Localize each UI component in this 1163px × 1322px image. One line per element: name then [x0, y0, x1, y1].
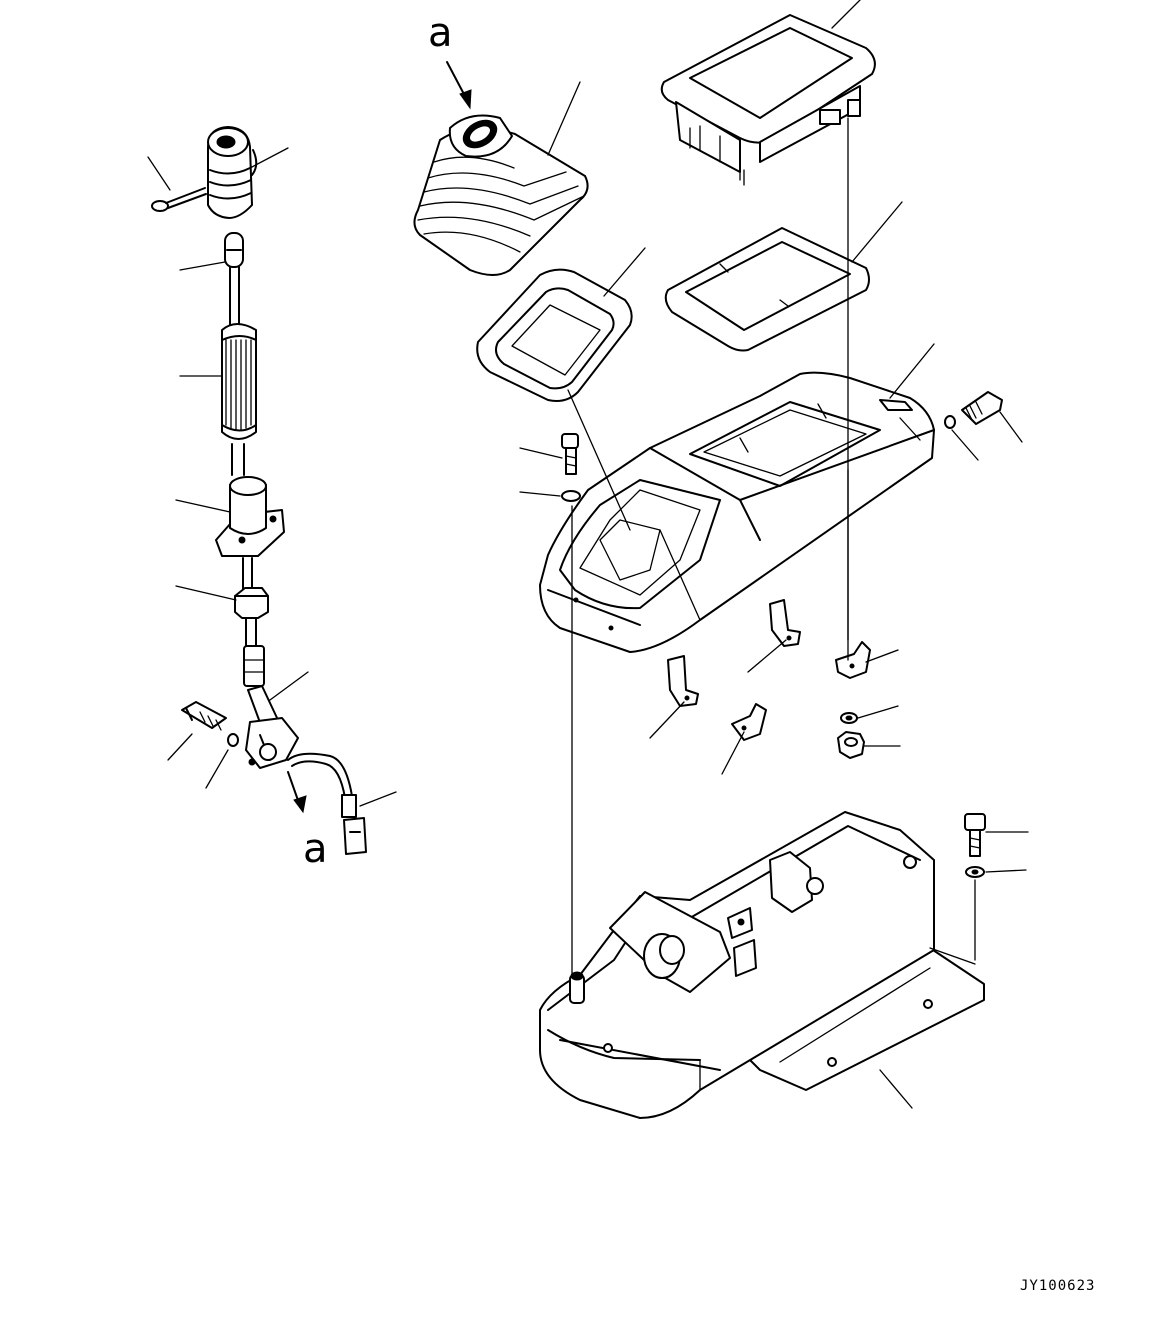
lever-nut	[234, 587, 269, 619]
lever-boot	[413, 114, 589, 276]
lever-lower-body	[243, 645, 299, 769]
leader-line	[721, 731, 745, 775]
leader-line	[147, 156, 171, 191]
leader-line	[951, 429, 979, 461]
leader-line	[889, 343, 935, 399]
leader-line	[865, 649, 899, 663]
monitor-frame	[664, 227, 870, 352]
leader-line	[603, 247, 646, 297]
leader-line	[249, 147, 289, 169]
leader-line	[205, 749, 229, 789]
assembly-line	[567, 389, 631, 531]
view-label-top: a	[428, 10, 453, 56]
monitor	[660, 14, 876, 186]
leader-line	[179, 261, 226, 271]
console-base	[539, 811, 985, 1119]
clip-4	[731, 703, 767, 741]
leader-line	[985, 869, 1027, 873]
lever-holder	[215, 476, 285, 557]
view-arrow-bottom	[287, 771, 307, 814]
leader-line	[547, 81, 581, 156]
hex-nut	[837, 731, 865, 759]
leader-line	[831, 0, 861, 29]
base-bolt	[964, 813, 986, 878]
lever-grip	[221, 323, 257, 476]
leader-line	[175, 499, 231, 513]
cover-bolt-right	[944, 391, 1003, 429]
leader-line	[747, 639, 787, 673]
clip-1	[769, 599, 801, 647]
clip-3	[835, 641, 871, 679]
cover-bolt-left	[561, 433, 581, 502]
leader-line	[359, 791, 397, 807]
leader-line	[175, 585, 237, 601]
lever-knob	[207, 126, 258, 219]
wire-harness	[287, 752, 367, 855]
console-cover	[539, 371, 935, 653]
clip-2	[667, 655, 699, 707]
view-label-bottom: a	[303, 826, 328, 872]
knob-screw	[151, 187, 207, 212]
assembly-line	[929, 947, 976, 965]
leader-line	[519, 447, 563, 459]
leader-line	[857, 705, 899, 719]
view-arrow-top	[446, 61, 472, 110]
washer-small	[840, 712, 858, 724]
boot-frame	[476, 268, 633, 402]
side-bolt	[181, 701, 239, 747]
leader-line	[269, 671, 309, 701]
leader-line	[879, 1069, 913, 1109]
leader-line	[999, 411, 1023, 443]
leader-line	[851, 201, 903, 263]
leader-line	[649, 701, 685, 739]
lever-rod	[224, 232, 244, 326]
leader-line	[167, 733, 193, 761]
shift-lever-assembly: a	[147, 126, 397, 872]
leader-line	[519, 491, 561, 497]
drawing-code: JY100623	[1020, 1278, 1095, 1294]
